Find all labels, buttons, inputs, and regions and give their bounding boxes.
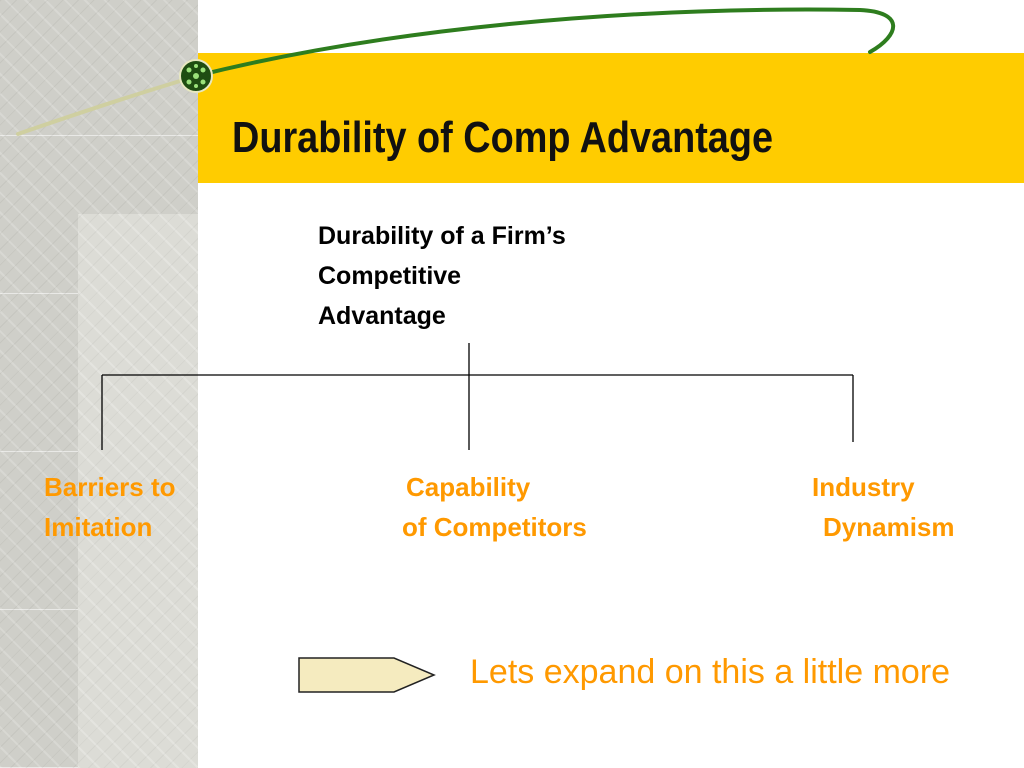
green-globe-icon xyxy=(179,59,213,93)
child-node-line: Capability xyxy=(406,472,531,502)
child-node-dynamism: Industry Dynamism xyxy=(812,467,955,547)
child-node-line: Imitation xyxy=(44,512,153,542)
root-node-line: Competitive xyxy=(318,262,462,290)
child-node-line: of Competitors xyxy=(402,512,587,542)
swoosh-curve xyxy=(194,7,896,78)
child-node-line: Barriers to xyxy=(44,472,176,502)
decorative-swoosh xyxy=(16,7,896,136)
child-node-line: Industry xyxy=(812,472,915,502)
title-bar xyxy=(198,53,1024,183)
child-node-line: Dynamism xyxy=(823,512,955,542)
root-node: Durability of a Firm’s Competitive Advan… xyxy=(318,216,566,336)
expand-note: Lets expand on this a little more xyxy=(470,653,951,691)
root-node-line: Durability of a Firm’s xyxy=(318,222,566,250)
left-texture-panel xyxy=(78,214,198,768)
child-node-capability: Capability of Competitors xyxy=(402,467,587,547)
swoosh-tail xyxy=(16,76,192,136)
slide-title: Durability of Comp Advantage xyxy=(232,113,774,162)
root-node-line: Advantage xyxy=(318,302,446,330)
pentagon-arrow-icon xyxy=(298,657,436,693)
child-node-barriers: Barriers to Imitation xyxy=(44,467,176,547)
